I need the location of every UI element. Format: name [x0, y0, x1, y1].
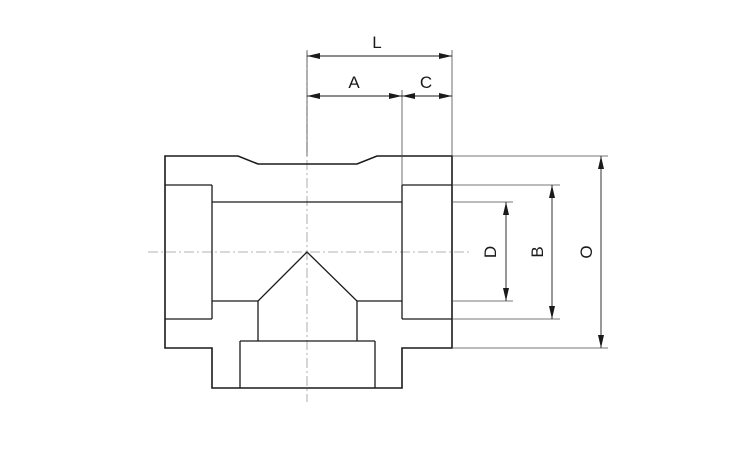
dimension-o	[598, 156, 604, 348]
dimension-c	[402, 93, 452, 99]
bottom-socket	[239, 340, 376, 388]
right-socket	[401, 184, 452, 320]
left-socket	[165, 184, 213, 320]
label-a: A	[348, 73, 360, 92]
label-b: B	[528, 246, 547, 257]
dimension-l	[307, 53, 452, 59]
dimension-b	[549, 185, 555, 319]
label-l: L	[372, 33, 381, 52]
main-bore	[212, 201, 402, 302]
branch-bore	[257, 251, 358, 341]
label-d: D	[481, 246, 500, 258]
center-lines	[148, 52, 470, 402]
dimension-d	[503, 202, 509, 301]
label-o: O	[577, 245, 596, 258]
extension-lines	[306, 50, 608, 349]
tee-body-outline	[164, 155, 453, 389]
label-c: C	[420, 73, 432, 92]
dimension-a	[307, 93, 402, 99]
